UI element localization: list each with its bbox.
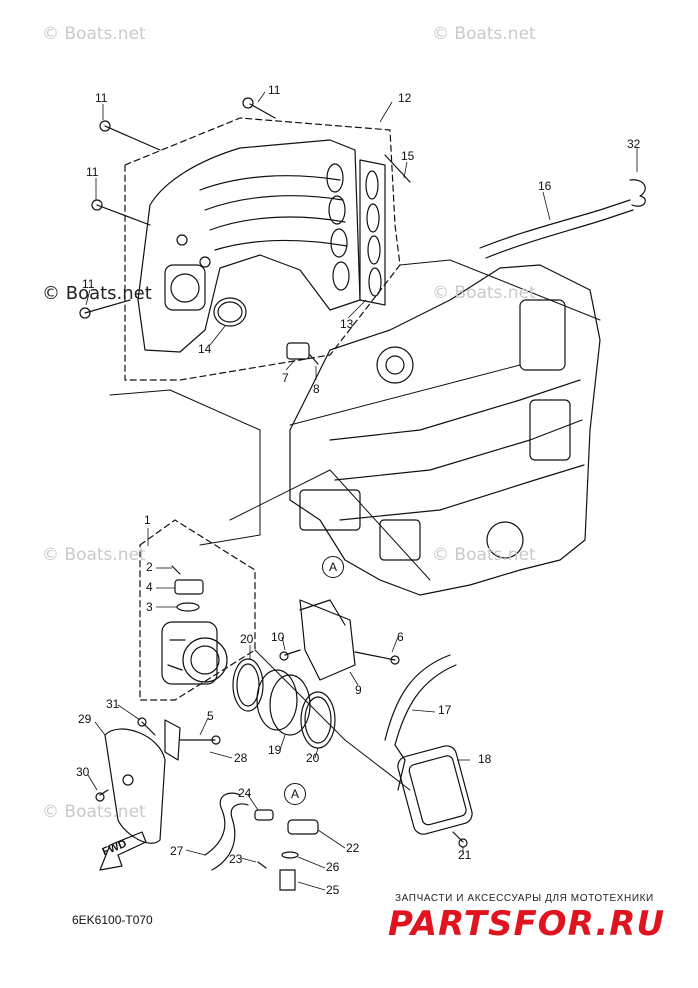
sensor-4 [174, 579, 204, 595]
valve-22 [287, 819, 319, 835]
watermark: © Boats.net [432, 24, 536, 44]
watermark: © Boats.net [42, 24, 146, 44]
callout-label: 20 [240, 632, 254, 646]
cover-29 [104, 728, 166, 844]
callout-label: 30 [76, 765, 90, 779]
callout-label: 24 [238, 786, 252, 800]
duct-19 [256, 669, 298, 731]
callout-label: 5 [207, 709, 214, 723]
watermark: © Boats.net [432, 545, 536, 565]
ring-20a [232, 658, 264, 712]
connector-marker-a: A [284, 783, 306, 805]
fitting-25 [279, 869, 296, 891]
callout-label: 21 [458, 848, 472, 862]
filter-18 [394, 744, 473, 835]
diagram-code: 6EK6100-T070 [72, 913, 153, 927]
callout-label: 6 [397, 630, 404, 644]
callout-label: 19 [268, 743, 282, 757]
watermark: © Boats.net [432, 283, 536, 303]
bolts-11 [79, 97, 276, 319]
callout-label: 3 [146, 600, 153, 614]
bracket-9 [299, 599, 356, 681]
manifold-gasket [359, 159, 386, 306]
callout-label: 31 [106, 697, 120, 711]
callout-label: 29 [78, 712, 92, 726]
callout-label: 13 [340, 317, 354, 331]
engine-block [289, 264, 601, 596]
sensor-7 [286, 342, 310, 360]
callout-label: 32 [627, 137, 641, 151]
fitting-24 [254, 809, 274, 821]
callout-label: 8 [313, 382, 320, 396]
callout-label: 23 [229, 852, 243, 866]
callout-label: 11 [95, 91, 108, 105]
throttle-body-group-outline [139, 519, 256, 701]
callout-label: 25 [326, 883, 340, 897]
callout-label: 28 [234, 751, 248, 765]
callout-label: 15 [401, 149, 415, 163]
callout-label: 9 [355, 683, 362, 697]
callout-label: 16 [538, 179, 552, 193]
callout-label: 11 [268, 83, 281, 97]
bracket-28 [164, 719, 181, 761]
o-ring-3 [176, 602, 200, 612]
callout-label: 17 [438, 703, 452, 717]
callout-label: 4 [146, 580, 153, 594]
intake-manifold [137, 139, 361, 353]
callout-label: 18 [478, 752, 492, 766]
callout-label: 10 [271, 630, 285, 644]
callout-label: 12 [398, 91, 412, 105]
callout-label: 7 [282, 371, 289, 385]
hose-16 [479, 199, 631, 249]
watermark: © Boats.net [42, 545, 146, 565]
callout-label: 1 [144, 513, 151, 527]
callout-label: 2 [146, 560, 153, 574]
fwd-arrow [99, 831, 147, 871]
o-ring-26 [281, 851, 299, 859]
watermark: © Boats.net [42, 802, 146, 822]
callout-label: 11 [82, 277, 95, 291]
brand-tagline: ЗАПЧАСТИ И АКСЕССУАРЫ ДЛЯ МОТОТЕХНИКИ [395, 893, 654, 904]
hose-17 [384, 654, 451, 741]
callout-label: 27 [170, 844, 184, 858]
throttle-body [161, 621, 228, 685]
connector-marker-a: A [322, 556, 344, 578]
watermark: © Boats.net [42, 283, 152, 304]
callout-label: 22 [346, 841, 360, 855]
callout-label: 11 [86, 165, 99, 179]
o-ring-14 [213, 297, 247, 327]
ring-20b [300, 691, 336, 749]
brand-logo: PARTSFOR.RU [388, 904, 666, 944]
callout-label: 20 [306, 751, 320, 765]
callout-label: 26 [326, 860, 340, 874]
callout-label: 14 [198, 342, 212, 356]
hose-27 [204, 792, 241, 856]
